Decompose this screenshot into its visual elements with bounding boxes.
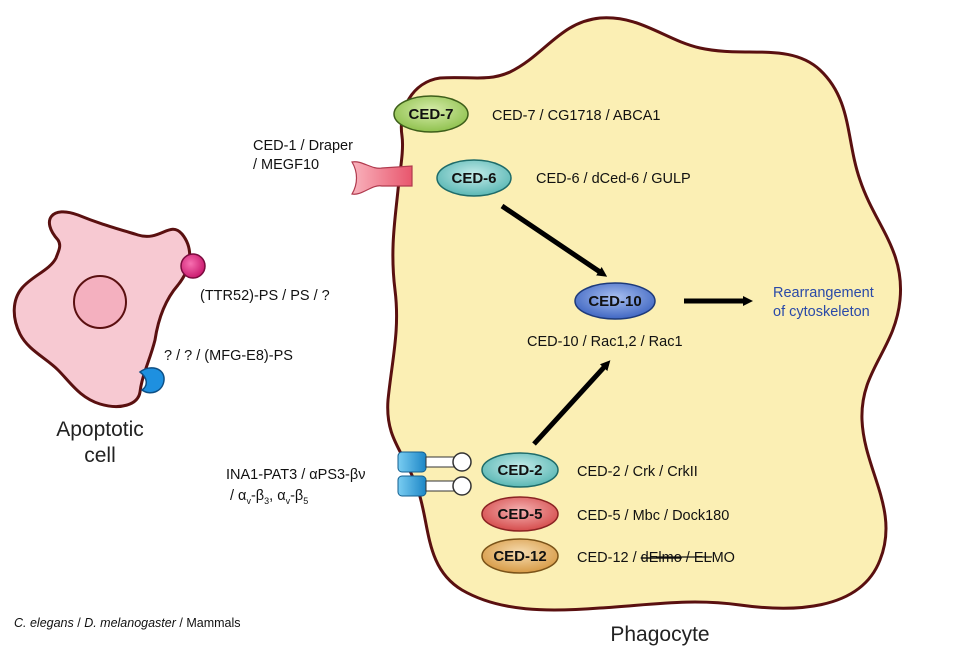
ced5-orthologs: CED-5 / Mbc / Dock180: [577, 508, 729, 524]
ced5-node-label: CED-5: [497, 506, 542, 523]
ced12-orthologs: CED-12 / dElmo / ELMO: [577, 550, 735, 566]
ced2-node-label: CED-2: [497, 462, 542, 479]
ced1-receptor-icon: [351, 161, 413, 195]
ced10-node: [574, 282, 656, 320]
apoptotic-nucleus: [73, 275, 127, 329]
apoptotic-cell-label-line2: cell: [84, 444, 116, 467]
apoptotic-cell-label-line1: Apoptotic: [56, 418, 144, 441]
ced7-node-label: CED-7: [408, 106, 453, 123]
arrow-ced2-to-ced10: [532, 360, 611, 446]
integrin-label-line1: INA1-PAT3 / αPS3-βν: [226, 467, 365, 483]
ced12-node: [481, 538, 559, 574]
ced2-node: [481, 452, 559, 488]
ced7-orthologs: CED-7 / CG1718 / ABCA1: [492, 108, 660, 124]
mfge8-ligand-label: ? / ? / (MFG-E8)-PS: [164, 348, 293, 364]
mfge8-ps-ligand: [138, 367, 165, 394]
integrin-label-line2: / αv-β3, αv-β5: [230, 488, 308, 506]
ced10-orthologs: CED-10 / Rac1,2 / Rac1: [527, 334, 683, 350]
ced6-orthologs: CED-6 / dCed-6 / GULP: [536, 171, 691, 187]
ced1-label-line1: CED-1 / Draper: [253, 138, 353, 154]
ced6-node: [436, 159, 512, 197]
phagocyte-label: Phagocyte: [610, 623, 709, 646]
ced2-orthologs: CED-2 / Crk / CrkII: [577, 464, 698, 480]
output-label-line1: Rearrangement: [773, 285, 874, 301]
ttr52-ligand-label: (TTR52)-PS / PS / ?: [200, 288, 330, 304]
ced10-node-label: CED-10: [588, 293, 641, 310]
ttr52-ps-ligand: [180, 253, 206, 279]
ced1-label-line2: / MEGF10: [253, 157, 319, 173]
species-legend: C. elegans / D. melanogaster / Mammals: [14, 616, 241, 630]
ced5-node: [481, 496, 559, 532]
ced6-node-label: CED-6: [451, 170, 496, 187]
arrow-ced6-to-ced10: [500, 203, 608, 277]
ced12-node-label: CED-12: [493, 548, 546, 565]
integrin-receptor-icon: [397, 451, 472, 497]
ced7-node: [393, 95, 469, 133]
output-label-line2: of cytoskeleton: [773, 304, 870, 320]
